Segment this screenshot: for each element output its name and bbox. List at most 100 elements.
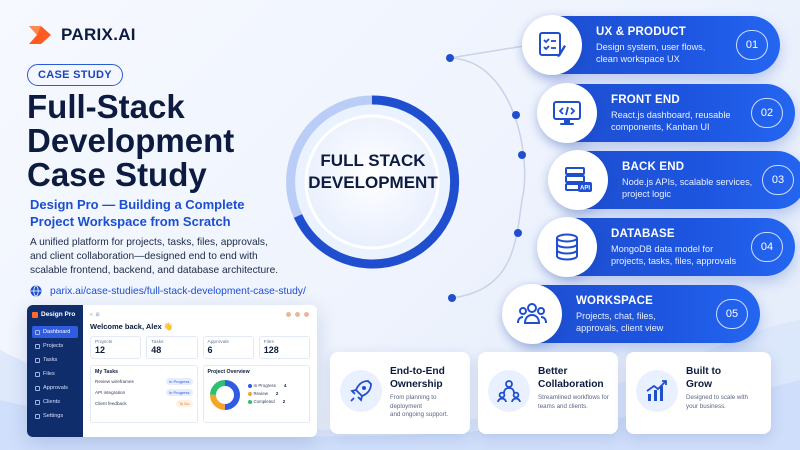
card-back-end[interactable]: API BACK END Node.js APIs, scalable serv…: [548, 150, 800, 210]
tile-description-line: teams and clients.: [538, 402, 588, 410]
link-url[interactable]: parix.ai/case-studies/full-stack-develop…: [50, 285, 306, 297]
dashboard-preview: Design Pro Dashboard Projects Tasks File…: [27, 305, 317, 437]
card-workspace[interactable]: WORKSPACE Projects, chat, files, approva…: [502, 284, 760, 344]
avatar-group[interactable]: [285, 311, 310, 318]
card-description-line: React.js dashboard, reusable: [611, 110, 731, 120]
legend-label: Completed: [253, 399, 275, 404]
stat-label: Files: [263, 340, 274, 345]
status-badge: To Do: [176, 400, 193, 407]
sidebar-item-settings[interactable]: Settings: [32, 410, 78, 422]
card-title: BACK END: [622, 161, 685, 173]
tile-description-line: Streamlined workflows for: [538, 394, 609, 401]
feature-collaboration: Better Collaboration Streamlined workflo…: [478, 352, 618, 434]
subtitle-line: Design Pro — Building a Complete: [30, 197, 245, 212]
legend-label: Review: [253, 391, 268, 396]
welcome-message: Welcome back, Alex 👋: [90, 322, 174, 331]
overview-donut-chart: [209, 380, 240, 410]
center-title: FULL STACK DEVELOPMENT: [303, 150, 443, 194]
card-front-end[interactable]: FRONT END React.js dashboard, reusable c…: [537, 83, 795, 143]
sidebar-item-label: Approvals: [43, 385, 68, 391]
card-description: Design system, user flows, clean workspa…: [596, 42, 732, 65]
status-badge: In Progress: [166, 378, 193, 385]
title-line: Development: [27, 122, 235, 159]
stat-label: Tasks: [151, 340, 164, 345]
inner-circle: [304, 114, 440, 250]
legend-swatch: [247, 399, 252, 404]
nav-arrows-icon[interactable]: « ⊞: [90, 311, 100, 318]
case-study-link[interactable]: parix.ai/case-studies/full-stack-develop…: [30, 285, 306, 297]
subtitle: Design Pro — Building a Complete Project…: [30, 196, 300, 230]
dashboard-app-name: Design Pro: [41, 311, 76, 318]
panel-title: Project Overview: [207, 369, 250, 375]
brand-logo[interactable]: PARIX.AI: [27, 22, 136, 48]
sidebar-item-approvals[interactable]: Approvals: [32, 382, 78, 394]
card-ux-product[interactable]: UX & PRODUCT Design system, user flows, …: [522, 15, 780, 75]
tile-title-line: Collaboration: [538, 378, 604, 390]
users-icon: [35, 399, 40, 405]
stat-value: 48: [151, 345, 162, 355]
legend-value: 2: [275, 391, 279, 396]
description-line: scalable frontend, backend, and database…: [30, 265, 279, 276]
connector-dot: [448, 294, 456, 302]
dashboard-brand: Design Pro: [32, 311, 78, 318]
gear-icon: [35, 413, 40, 419]
sidebar-item-label: Tasks: [43, 357, 58, 363]
sidebar-item-projects[interactable]: Projects: [32, 340, 78, 352]
card-description-line: projects, tasks, files, approvals: [611, 255, 737, 266]
growth-chart-icon: [646, 380, 667, 401]
card-description-line: project logic: [622, 188, 672, 199]
tile-title: Built to Grow: [686, 366, 721, 391]
case-study-badge: CASE STUDY: [27, 64, 123, 86]
task-name: API integration: [95, 390, 126, 395]
tile-description-line: Designed to scale with: [686, 394, 748, 401]
card-title: UX & PRODUCT: [596, 26, 686, 38]
avatar: [303, 311, 310, 318]
tile-icon-wrap: [340, 370, 382, 412]
sidebar-item-files[interactable]: Files: [32, 368, 78, 380]
api-icon-label: API: [580, 186, 590, 192]
card-database[interactable]: DATABASE MongoDB data model for projects…: [537, 217, 795, 277]
sidebar-item-clients[interactable]: Clients: [32, 396, 78, 408]
tile-description-line: and ongoing support.: [390, 411, 449, 418]
card-title: WORKSPACE: [576, 295, 653, 307]
subtitle-line: Project Workspace from Scratch: [30, 214, 231, 229]
card-description: Projects, chat, files, approvals, client…: [576, 311, 712, 334]
donut-slice: [209, 380, 240, 410]
tile-description: Designed to scale with your business.: [686, 394, 762, 411]
sidebar-item-label: Clients: [43, 399, 61, 405]
card-title: DATABASE: [611, 228, 675, 240]
card-description-line: components, Kanban UI: [611, 121, 710, 132]
card-icon-wrap: API: [548, 150, 608, 210]
collaboration-icon: [497, 380, 521, 403]
tile-title: End-to-End Ownership: [390, 366, 445, 391]
description-line: and client collaboration—designed end to…: [30, 251, 258, 262]
feature-growth: Built to Grow Designed to scale with you…: [626, 352, 771, 434]
card-description: Node.js APIs, scalable services, project…: [622, 177, 758, 200]
sidebar-item-dashboard[interactable]: Dashboard: [32, 326, 78, 338]
card-description-line: approvals, client view: [576, 322, 664, 333]
legend-swatch: [247, 391, 252, 396]
description-line: A unified platform for projects, tasks, …: [30, 237, 268, 248]
connector-dot: [446, 54, 454, 62]
ring-arc: [293, 95, 460, 269]
tile-icon-wrap: [636, 370, 678, 412]
connector-arc: [449, 57, 526, 299]
sidebar-item-tasks[interactable]: Tasks: [32, 354, 78, 366]
center-title-line: DEVELOPMENT: [308, 173, 438, 192]
feature-ownership: End-to-End Ownership From planning to de…: [330, 352, 470, 434]
sidebar-item-label: Settings: [43, 413, 64, 419]
description: A unified platform for projects, tasks, …: [30, 236, 310, 278]
ux-checklist-icon: [539, 32, 566, 58]
